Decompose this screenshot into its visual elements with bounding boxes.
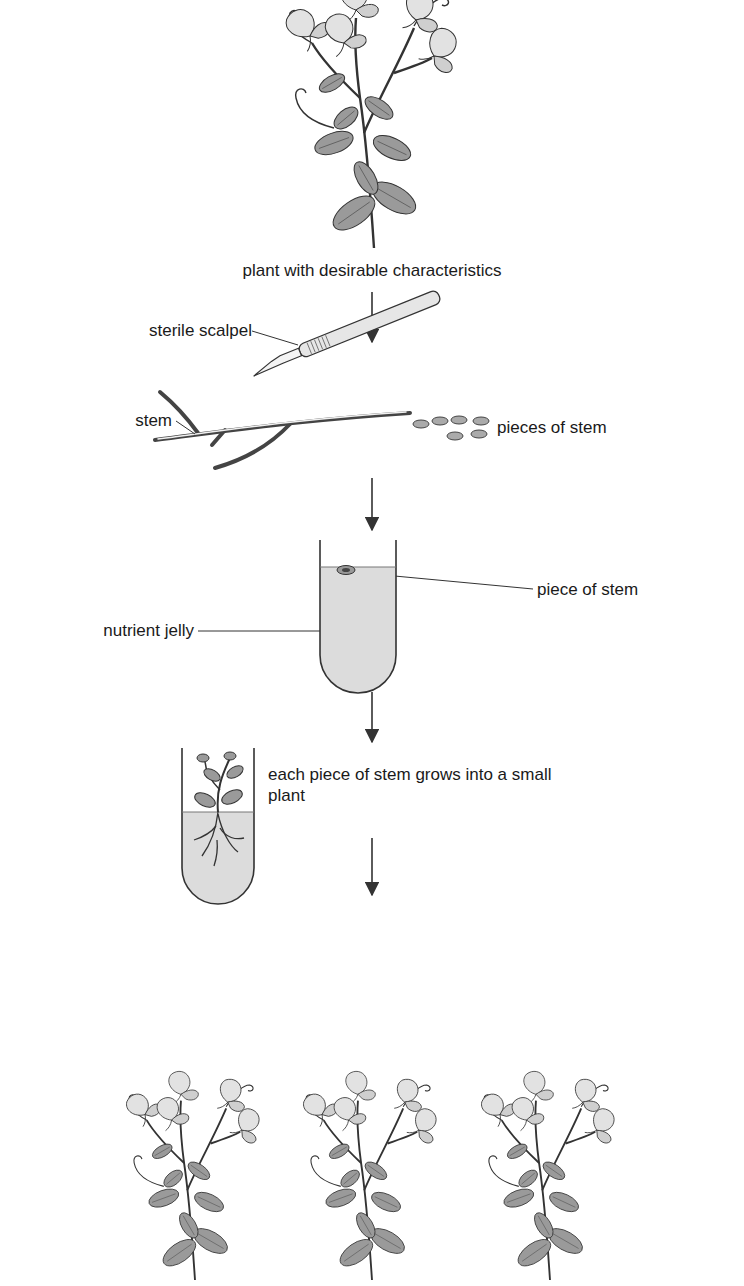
stem-drawing	[155, 392, 410, 468]
plant-drawing	[123, 1071, 270, 1280]
text-label: each piece of stem grows into a small pl…	[268, 764, 588, 806]
test-tube	[320, 540, 396, 693]
plant-drawing	[300, 1071, 447, 1280]
tube-with-plantlet	[182, 748, 254, 904]
text-label: nutrient jelly	[103, 620, 194, 641]
plant-drawing	[478, 1071, 625, 1280]
text-label: plant with desirable characteristics	[243, 260, 502, 281]
text-label: pieces of stem	[497, 417, 607, 438]
text-label: piece of stem	[537, 579, 638, 600]
text-label: sterile scalpel	[149, 320, 252, 341]
stem-pieces	[413, 416, 489, 440]
plant-drawing	[282, 0, 470, 248]
text-label: stem	[135, 410, 172, 431]
plant-drawings	[123, 0, 625, 1280]
scalpel	[249, 289, 442, 378]
